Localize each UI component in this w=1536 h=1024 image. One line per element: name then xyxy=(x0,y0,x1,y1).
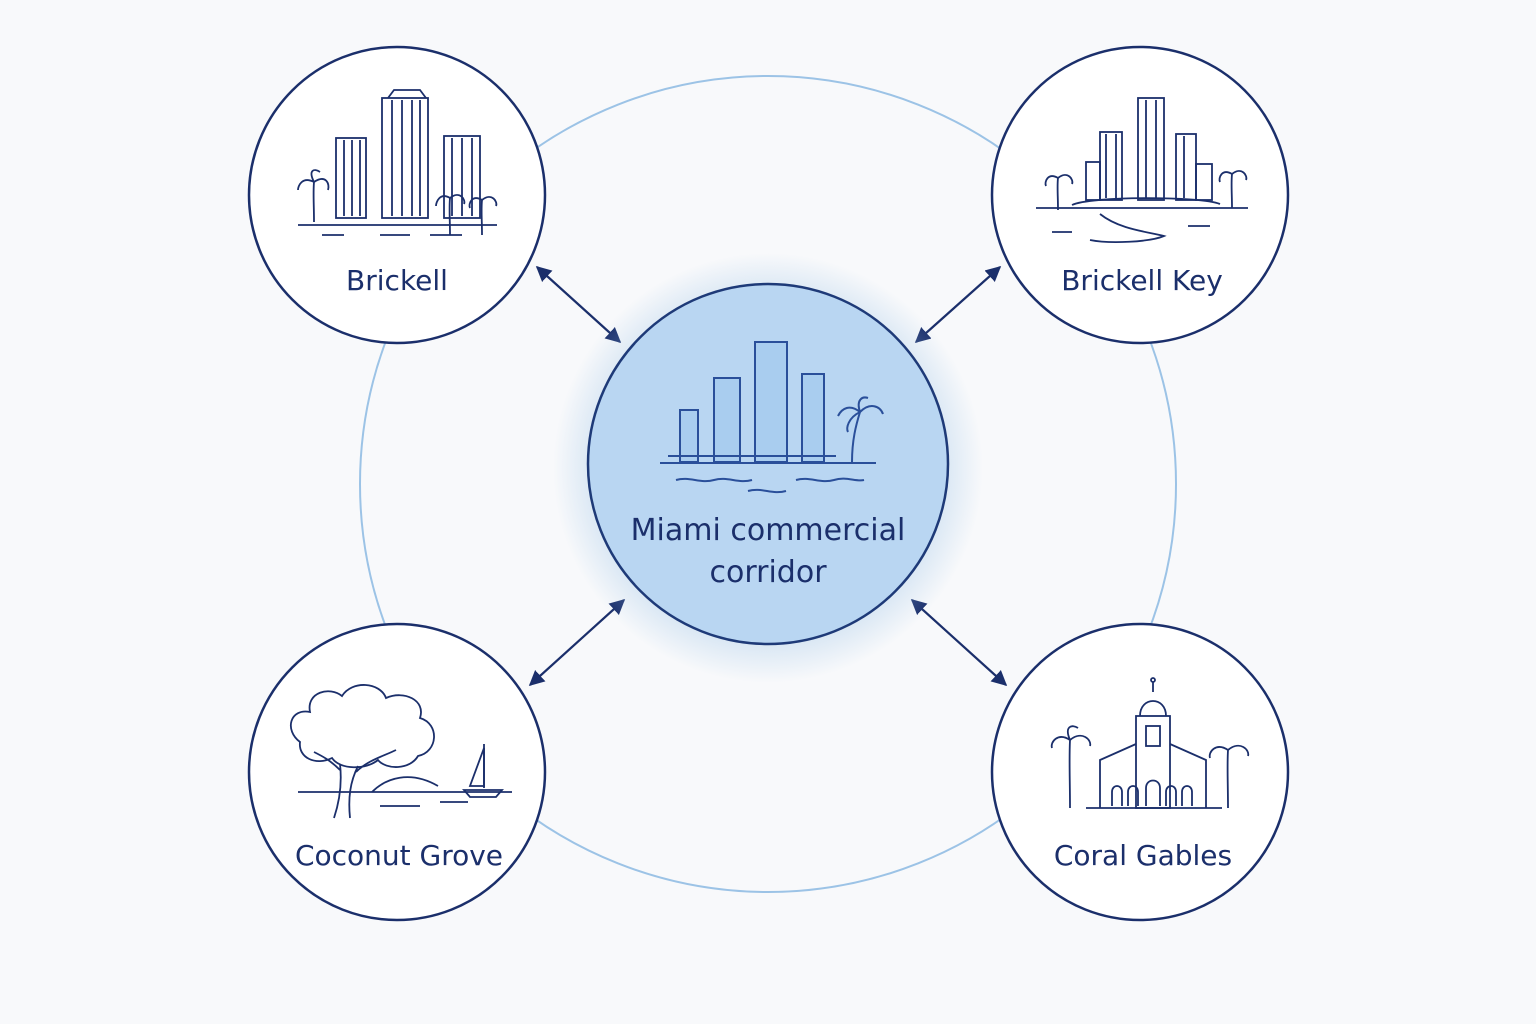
island-towers-icon xyxy=(1036,97,1248,243)
mediterranean-building-icon xyxy=(1050,677,1250,809)
arrow-coral-gables-center xyxy=(910,598,1008,687)
waterfront-towers-icon xyxy=(660,341,884,494)
center-label-line2: corridor xyxy=(709,555,827,590)
node-brickell-key[interactable]: Brickell Key xyxy=(990,45,1290,345)
node-brickell[interactable]: Brickell xyxy=(247,45,547,345)
center-node[interactable]: Miami commercial corridor xyxy=(553,253,983,683)
connection-ring xyxy=(359,75,1177,893)
node-coconut-grove[interactable]: Coconut Grove xyxy=(247,622,547,922)
brickell-label: Brickell xyxy=(346,264,448,297)
brickell-key-label: Brickell Key xyxy=(1061,264,1223,297)
center-label-line1: Miami commercial xyxy=(631,513,906,548)
tree-sailboat-icon xyxy=(289,684,512,819)
arrow-coconut-grove-center xyxy=(528,598,626,687)
node-coral-gables[interactable]: Coral Gables xyxy=(990,622,1290,922)
coconut-grove-label: Coconut Grove xyxy=(295,839,503,872)
skyline-palms-icon xyxy=(297,89,498,236)
coral-gables-label: Coral Gables xyxy=(1054,839,1232,872)
